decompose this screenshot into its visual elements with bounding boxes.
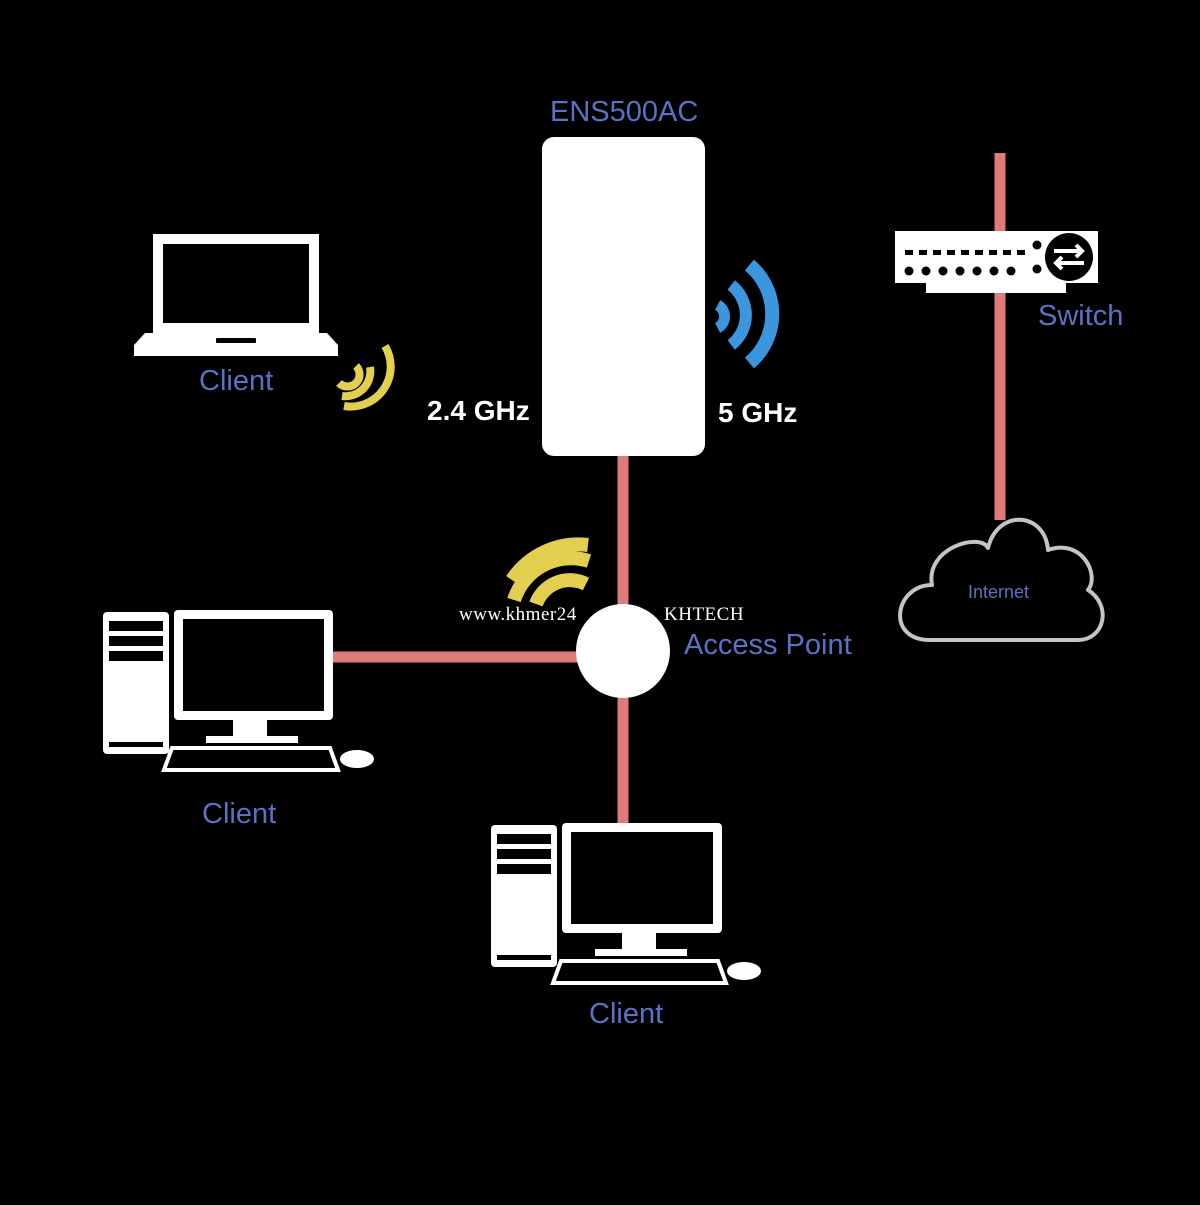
network-switch-icon [895, 231, 1098, 293]
desktop-computer-left-icon [103, 610, 374, 772]
ens500ac-device [542, 137, 705, 456]
cloud-icon [898, 517, 1105, 642]
access-point-label: Access Point [684, 629, 852, 661]
laptop-icon [134, 234, 338, 356]
client-desktop-left-label: Client [202, 798, 277, 830]
client-desktop-bottom-label: Client [589, 998, 664, 1030]
access-point-node [576, 604, 670, 698]
band-24ghz-label: 2.4 GHz [427, 395, 530, 426]
internet-label: Internet [968, 582, 1030, 602]
ap-wifi-signal-icon [506, 537, 592, 607]
cables [330, 153, 1006, 825]
switch-label: Switch [1038, 300, 1124, 332]
client-laptop-label: Client [199, 365, 274, 397]
watermark-left: www.khmer24 [459, 604, 577, 625]
band-5ghz-label: 5 GHz [718, 397, 798, 428]
desktop-computer-bottom-icon [491, 823, 761, 985]
laptop-wifi-signal-icon [336, 343, 395, 411]
device-model-label: ENS500AC [550, 96, 699, 128]
watermark-right: KHTECH [664, 604, 745, 625]
wifi-5ghz-signal-icon [714, 259, 780, 369]
